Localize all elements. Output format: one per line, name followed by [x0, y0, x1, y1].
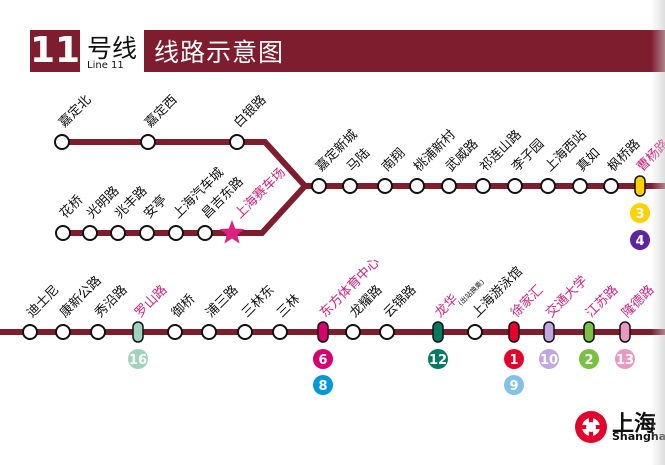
station-兆丰路 — [110, 225, 126, 241]
station-label-御桥: 御桥 — [169, 292, 198, 321]
station-label-浦三路: 浦三路 — [203, 282, 242, 321]
station-安亭 — [139, 225, 155, 241]
station-上海游泳馆 — [467, 324, 483, 340]
current-station-star-icon — [219, 220, 245, 244]
station-label-南翔: 南翔 — [379, 145, 409, 175]
transfer-line-9-badge — [504, 375, 524, 395]
station-上海西站 — [540, 178, 556, 194]
station-桃浦新村 — [409, 178, 425, 194]
transfer-line-13-badge — [615, 349, 635, 369]
station-康新公路 — [55, 324, 71, 340]
station-label-罗山路: 罗山路 — [132, 282, 171, 321]
station-label-三林东: 三林东 — [239, 283, 277, 321]
brand-name: 上海 — [612, 412, 657, 437]
title-bar — [144, 30, 665, 72]
station-label-江苏路: 江苏路 — [583, 282, 622, 321]
transfer-line-1-badge — [504, 349, 524, 369]
station-label-花桥: 花桥 — [57, 192, 87, 222]
station-祁连山路 — [475, 178, 491, 194]
station-枫桥路 — [603, 178, 619, 194]
station-李子园 — [507, 178, 523, 194]
station-嘉定北 — [54, 134, 70, 150]
transfer-line-8-badge — [313, 375, 333, 395]
station-徐家汇 — [508, 321, 520, 343]
station-曹杨路 — [634, 175, 646, 197]
station-江苏路 — [583, 321, 595, 343]
transfer-line-12-badge — [428, 349, 448, 369]
transfer-line-4-badge — [630, 230, 650, 250]
station-label-嘉定北: 嘉定北 — [56, 93, 94, 131]
page-title: 线路示意图 — [154, 38, 285, 67]
station-三林 — [272, 324, 288, 340]
station-嘉定西 — [140, 134, 156, 150]
station-label-嘉定西: 嘉定西 — [142, 93, 180, 131]
station-武威路 — [441, 178, 457, 194]
station-龙华 — [432, 321, 444, 343]
transfer-line-8-badge-number: 8 — [318, 379, 327, 394]
south-branch-track — [63, 183, 308, 236]
station-白银路 — [229, 134, 245, 150]
line-number-badge: 11 — [30, 30, 81, 72]
transfer-line-6-badge — [313, 349, 333, 369]
transfer-line-1-badge-number: 1 — [509, 353, 518, 368]
transfer-line-10-badge — [539, 349, 559, 369]
station-罗山路 — [132, 321, 144, 343]
station-label-三林: 三林 — [274, 292, 303, 321]
line-english-label: Line 11 — [87, 60, 124, 71]
transfer-line-2-badge-number: 2 — [584, 353, 593, 368]
station-label-龙华: 龙华 — [432, 292, 461, 321]
station-嘉定新城 — [311, 178, 327, 194]
station-label-白银路: 白银路 — [231, 92, 270, 131]
transfer-line-6-badge-number: 6 — [318, 353, 327, 368]
station-label-徐家汇: 徐家汇 — [508, 282, 547, 321]
station-南翔 — [377, 178, 393, 194]
station-label-云锦路: 云锦路 — [381, 282, 420, 321]
transfer-line-12-badge-number: 12 — [429, 353, 447, 368]
station-东方体育中心 — [317, 321, 329, 343]
line-word: 号线 — [87, 34, 138, 63]
transfer-line-3-badge-number: 3 — [635, 207, 644, 222]
transfer-line-9-badge-number: 9 — [509, 379, 518, 394]
station-label-迪士尼: 迪士尼 — [24, 283, 62, 321]
station-花桥 — [55, 225, 71, 241]
transfer-line-16-badge — [128, 349, 148, 369]
page-edge-shadow — [651, 0, 665, 465]
transfer-line-10-badge-number: 10 — [540, 353, 558, 368]
transfer-line-16-badge-number: 16 — [129, 353, 147, 368]
transfer-line-3-badge — [630, 203, 650, 223]
station-马陆 — [342, 178, 358, 194]
station-御桥 — [167, 324, 183, 340]
station-label-兆丰路: 兆丰路 — [112, 183, 151, 222]
station-浦三路 — [201, 324, 217, 340]
shanghai-metro-logo-icon — [575, 411, 607, 443]
transfer-line-2-badge — [579, 349, 599, 369]
station-秀沿路 — [90, 324, 106, 340]
station-三林东 — [237, 324, 253, 340]
transfer-line-4-badge-number: 4 — [635, 234, 644, 249]
station-交通大学 — [543, 321, 555, 343]
station-label-交通大学: 交通大学 — [543, 273, 591, 321]
station-真如 — [572, 178, 588, 194]
station-label-枫桥路: 枫桥路 — [605, 136, 644, 175]
station-隆德路 — [619, 321, 631, 343]
station-昌吉东路 — [197, 225, 213, 241]
station-云锦路 — [379, 324, 395, 340]
station-光明路 — [82, 225, 98, 241]
station-龙耀路 — [345, 324, 361, 340]
station-上海汽车城 — [168, 225, 184, 241]
station-迪士尼 — [22, 324, 38, 340]
transfer-line-13-badge-number: 13 — [616, 353, 634, 368]
